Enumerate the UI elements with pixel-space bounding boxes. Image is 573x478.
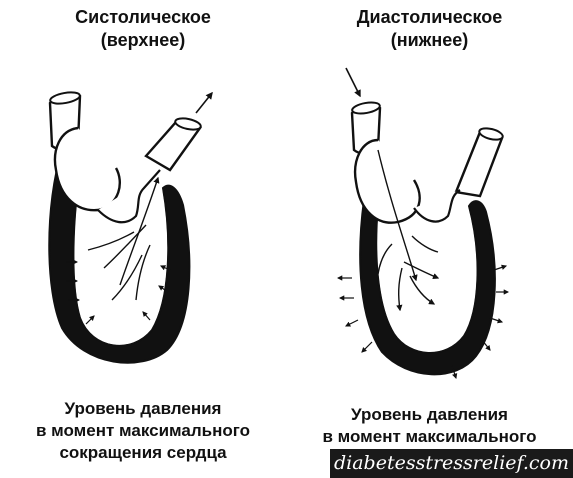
systolic-caption-line1: Уровень давления bbox=[64, 399, 222, 418]
septum-flap bbox=[97, 169, 161, 224]
right-vessel bbox=[454, 130, 504, 198]
pressure-arrow-icon bbox=[336, 264, 510, 380]
septum-flap bbox=[413, 189, 461, 223]
diastolic-heading: Диастолическое (нижнее) bbox=[286, 6, 573, 52]
watermark-banner: diabetesstressrelief.com bbox=[330, 449, 573, 478]
diastolic-heart-icon bbox=[336, 67, 510, 380]
left-atrium bbox=[53, 126, 121, 212]
systolic-caption-line2: в момент максимального bbox=[36, 421, 250, 440]
systolic-subtitle: (верхнее) bbox=[100, 30, 186, 50]
flow-lines bbox=[377, 149, 440, 312]
systolic-title: Систолическое bbox=[75, 7, 211, 27]
systolic-caption: Уровень давления в момент максимального … bbox=[0, 398, 286, 464]
inner-chamber bbox=[72, 159, 169, 347]
pressure-arrow-icon bbox=[66, 259, 171, 325]
diastolic-subtitle: (нижнее) bbox=[390, 30, 469, 50]
systolic-heading: Систолическое (верхнее) bbox=[0, 6, 286, 52]
systolic-heart-icon bbox=[48, 91, 213, 364]
flow-lines bbox=[87, 176, 160, 301]
diastolic-caption-line2: в момент максимального bbox=[322, 427, 537, 446]
systolic-panel: Систолическое (верхнее) bbox=[0, 0, 286, 478]
diastolic-caption: Уровень давления в момент максимального … bbox=[286, 404, 573, 470]
outflow-arrow-icon bbox=[195, 91, 213, 114]
diastolic-title: Диастолическое bbox=[356, 7, 503, 27]
diastolic-panel: Диастолическое (нижнее) bbox=[286, 0, 573, 478]
ventricle-wall bbox=[359, 198, 496, 376]
inner-chamber bbox=[375, 204, 479, 354]
diastolic-caption-line1: Уровень давления bbox=[351, 405, 508, 424]
systolic-caption-line3: сокращения сердца bbox=[59, 443, 227, 462]
inflow-arrow-icon bbox=[345, 67, 361, 98]
left-atrium bbox=[353, 138, 421, 224]
